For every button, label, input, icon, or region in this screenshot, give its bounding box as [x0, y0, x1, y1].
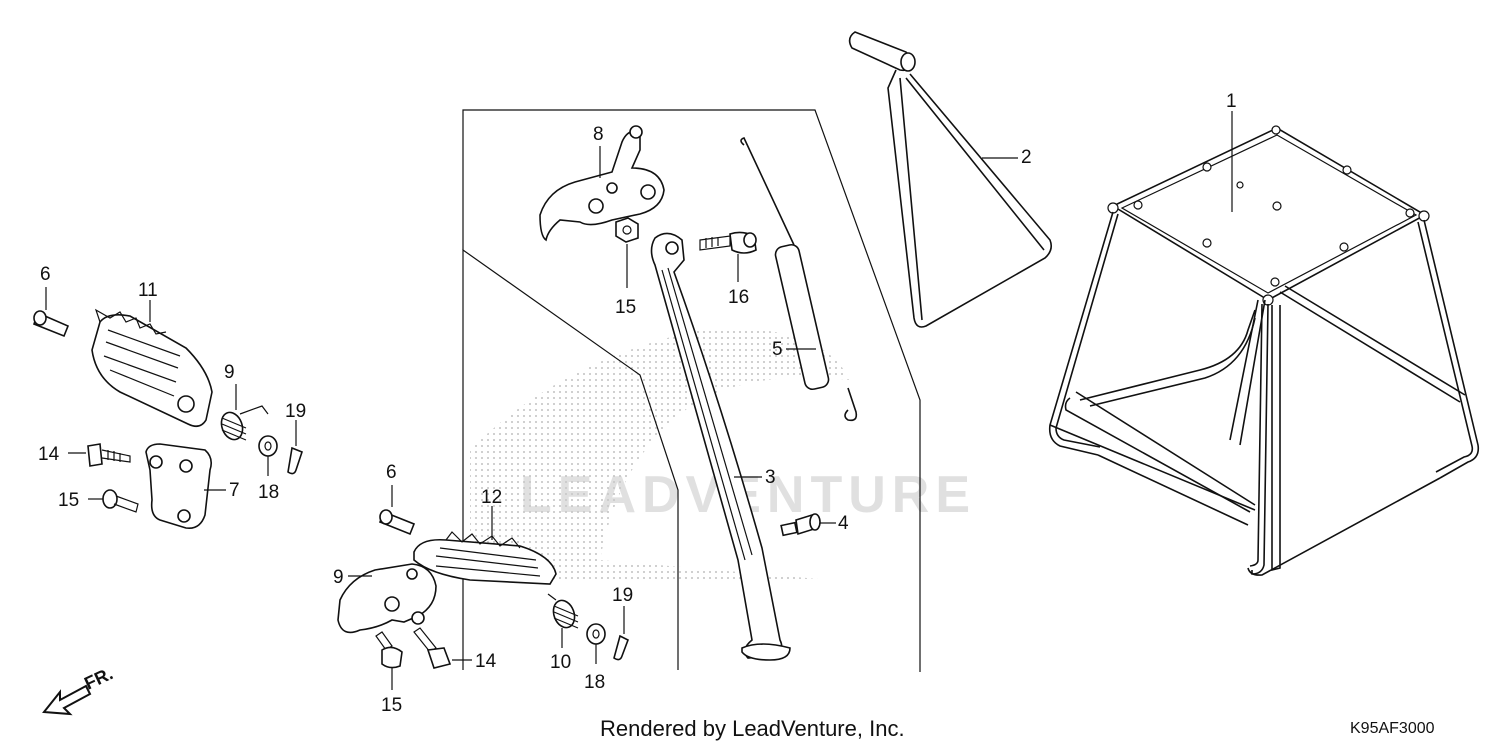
washer-right — [586, 623, 606, 645]
part-number-18a[interactable]: 18 — [258, 482, 279, 503]
side-stand — [650, 232, 791, 661]
footpeg-bracket-right — [539, 125, 665, 242]
footpeg-bracket-left — [145, 443, 212, 530]
bike-stand — [1048, 125, 1480, 576]
part-number-10[interactable]: 9 — [224, 362, 235, 383]
footpeg-spring-left — [220, 405, 269, 441]
part-number-18b[interactable]: 18 — [584, 672, 605, 693]
part-number-6a[interactable]: 6 — [40, 264, 51, 285]
part-number-19b[interactable]: 19 — [612, 585, 633, 606]
washer-left — [258, 435, 278, 457]
part-number-19a[interactable]: 19 — [285, 401, 306, 422]
footpeg-pin-center — [378, 509, 416, 536]
stand-lever — [848, 31, 1052, 328]
part-number-7[interactable]: 7 — [229, 480, 240, 501]
part-number-8[interactable]: 8 — [593, 124, 604, 145]
group-outline-top — [462, 109, 921, 672]
part-number-14b[interactable]: 14 — [475, 651, 497, 672]
bolt-15-left — [102, 489, 139, 513]
part-number-6b[interactable]: 6 — [386, 462, 397, 483]
part-number-1[interactable]: 1 — [1226, 91, 1237, 112]
flange-bolt-14-left — [87, 443, 131, 467]
footpeg-left — [91, 308, 213, 428]
diagram-code: K95AF3000 — [1350, 720, 1435, 737]
group-outline — [462, 248, 679, 670]
render-credit: Rendered by LeadVenture, Inc. — [600, 716, 905, 741]
part-number-11[interactable]: 10 — [550, 652, 571, 673]
part-number-17[interactable]: 15 — [615, 297, 636, 318]
nut-17 — [615, 217, 639, 243]
part-number-3[interactable]: 3 — [765, 467, 776, 488]
part-number-14a[interactable]: 14 — [38, 444, 60, 465]
part-number-4[interactable]: 4 — [838, 513, 849, 534]
bolt-16 — [699, 231, 757, 254]
pivot-bolt — [780, 513, 821, 537]
footpeg-spring-right — [547, 593, 579, 629]
cotter-pin-left — [287, 446, 303, 475]
bolt-15-right — [375, 631, 403, 669]
stand-spring — [740, 137, 858, 422]
part-number-2[interactable]: 2 — [1021, 147, 1032, 168]
part-number-12[interactable]: 11 — [138, 280, 158, 301]
flange-bolt-14-right — [413, 627, 452, 669]
footpeg-bracket-right-lower — [337, 563, 437, 634]
footpeg-right — [413, 531, 557, 585]
cotter-pin-right — [613, 634, 630, 661]
footpeg-pin-left — [32, 310, 70, 338]
front-direction-arrow: FR. — [42, 663, 116, 716]
part-number-16[interactable]: 16 — [728, 287, 749, 308]
part-number-5[interactable]: 5 — [772, 339, 783, 360]
part-number-15a[interactable]: 15 — [58, 490, 79, 511]
part-number-9[interactable]: 9 — [333, 567, 344, 588]
part-number-13[interactable]: 12 — [481, 487, 502, 508]
part-number-15b[interactable]: 15 — [381, 695, 402, 716]
